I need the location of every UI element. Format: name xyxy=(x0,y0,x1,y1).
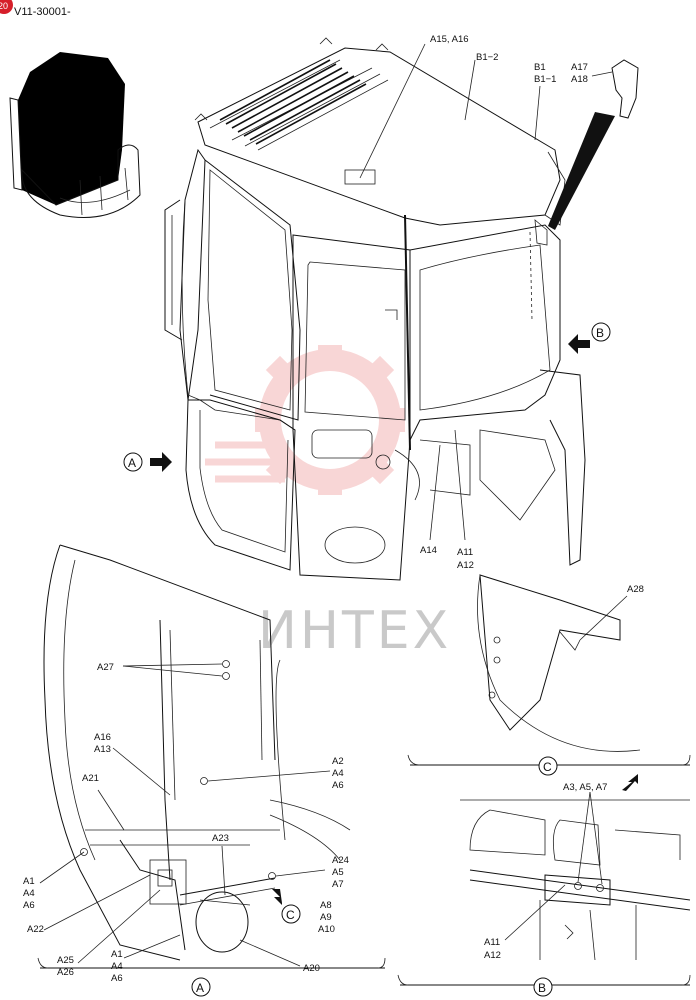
callout-a9: A9 xyxy=(320,912,332,923)
callout-a22: A22 xyxy=(27,924,44,935)
callout-a4-bottom: A4 xyxy=(111,961,123,972)
view-marker-a-main xyxy=(123,452,143,472)
callout-a5: A5 xyxy=(332,867,344,878)
callout-a13: A13 xyxy=(94,744,111,755)
callout-a15-a16: A15, A16 xyxy=(430,34,469,45)
callout-a25: A25 xyxy=(57,955,74,966)
view-arrows xyxy=(150,334,638,905)
view-marker-b-main xyxy=(591,322,611,342)
callout-a1-bottom: A1 xyxy=(111,949,123,960)
callout-a21: A21 xyxy=(82,773,99,784)
callout-a23: A23 xyxy=(212,833,229,844)
page-badge xyxy=(0,0,13,14)
leader-lines-main xyxy=(359,43,628,641)
arrow-b-view-icon xyxy=(622,774,638,791)
leader-lines-view-a xyxy=(39,663,331,967)
arrow-c-icon xyxy=(272,889,282,905)
machine-thumbnail-icon xyxy=(9,52,141,218)
doc-code: V11-30001- xyxy=(14,6,71,18)
page-badge-text: 20 xyxy=(0,1,8,11)
view-a-drawing xyxy=(37,544,386,969)
callout-a17: A17 xyxy=(571,62,588,73)
watermark-gear-icon xyxy=(205,345,405,495)
view-marker-c-detail-label: C xyxy=(286,908,295,922)
callout-a24: A24 xyxy=(332,855,349,866)
callout-a27: A27 xyxy=(97,662,114,673)
callout-labels: A15, A16 B1−2 B1 B1−1 A17 A18 A14 A11 A1… xyxy=(23,34,644,984)
view-b-drawing xyxy=(397,799,691,986)
header: 20 V11-30001- xyxy=(0,0,71,18)
callout-a4-right: A4 xyxy=(332,768,344,779)
callout-a12-top: A12 xyxy=(457,560,474,571)
callout-a8: A8 xyxy=(320,900,332,911)
leader-lines-view-b xyxy=(504,791,603,941)
arrow-b-icon xyxy=(568,334,590,354)
callout-a11-b: A11 xyxy=(484,937,500,948)
callout-a20: A20 xyxy=(303,963,320,974)
callout-b1-1: B1−1 xyxy=(534,74,556,85)
callout-b1: B1 xyxy=(534,62,546,73)
callout-a26: A26 xyxy=(57,967,74,978)
view-c-drawing xyxy=(407,574,691,766)
view-title-b xyxy=(533,977,553,997)
callout-a4-left: A4 xyxy=(23,888,35,899)
view-marker-c-detail xyxy=(281,904,301,924)
view-marker-a-main-label: A xyxy=(128,456,136,470)
callout-a14: A14 xyxy=(420,545,437,556)
callout-a6-left: A6 xyxy=(23,900,35,911)
view-marker-b-main-label: B xyxy=(596,326,604,340)
callout-a11-top: A11 xyxy=(457,547,473,558)
view-title-c xyxy=(538,756,558,776)
view-title-a-label: A xyxy=(196,981,204,995)
watermark-text: ИНТЕХ xyxy=(258,601,451,661)
callout-a3-a5-a7: A3, A5, A7 xyxy=(563,782,607,793)
view-title-b-label: B xyxy=(538,981,546,995)
view-title-c-label: C xyxy=(543,760,552,774)
callout-a28: A28 xyxy=(627,584,644,595)
view-title-a xyxy=(191,977,211,997)
view-markers: A B C C A B xyxy=(123,322,611,997)
callout-a12-b: A12 xyxy=(484,950,501,961)
watermark: ИНТЕХ xyxy=(205,345,451,661)
callout-a6-bottom: A6 xyxy=(111,973,123,984)
callout-a16: A16 xyxy=(94,732,111,743)
callout-a10: A10 xyxy=(318,924,335,935)
callout-a1-left: A1 xyxy=(23,876,35,887)
callout-a6-right: A6 xyxy=(332,780,344,791)
cab-assembly-drawing xyxy=(164,37,639,581)
callout-b1-2: B1−2 xyxy=(476,52,498,63)
callout-a18: A18 xyxy=(571,74,588,85)
callout-a7: A7 xyxy=(332,879,344,890)
callout-a2: A2 xyxy=(332,756,344,767)
arrow-a-icon xyxy=(150,452,172,472)
